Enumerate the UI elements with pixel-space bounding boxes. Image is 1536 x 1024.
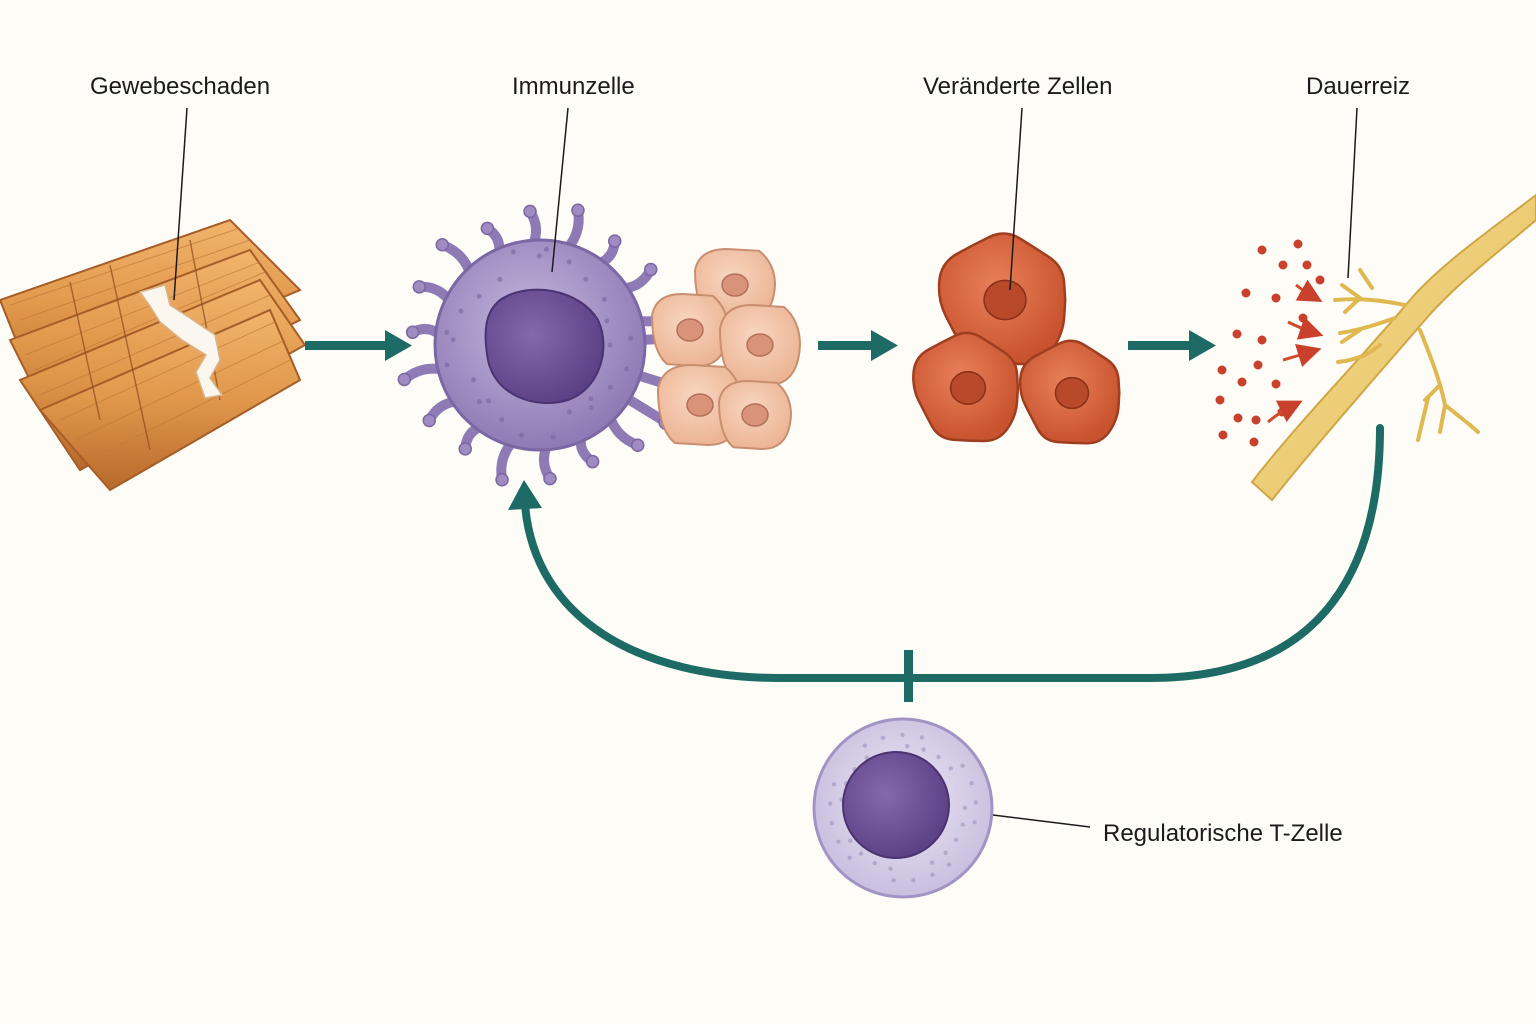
right-arrow-icon bbox=[1128, 330, 1216, 361]
label-immune-cell: Immunzelle bbox=[512, 73, 635, 100]
flow-arrows bbox=[305, 330, 1216, 361]
label-regulatory-t-cell: Regulatorische T-Zelle bbox=[1103, 820, 1343, 847]
immune-cell bbox=[397, 203, 698, 487]
regulatory-t-cell bbox=[812, 717, 994, 899]
nerve-fiber bbox=[1215, 193, 1536, 502]
label-persistent-stimulus: Dauerreiz bbox=[1306, 73, 1411, 100]
label-tissue-damage: Gewebeschaden bbox=[90, 73, 271, 100]
right-arrow-icon bbox=[305, 330, 412, 361]
immune-nucleus bbox=[484, 288, 605, 405]
tissue-tear bbox=[138, 284, 224, 399]
leader-lines bbox=[173, 107, 1358, 828]
feedback-arrow-head bbox=[508, 480, 542, 510]
inhibition-bar-icon bbox=[904, 650, 913, 702]
right-arrow-icon bbox=[818, 330, 898, 361]
stimulus-arrows bbox=[1267, 279, 1324, 424]
epithelial-cell-cluster bbox=[650, 247, 802, 451]
muscle-fiber-bundle bbox=[0, 218, 307, 492]
label-altered-cells: Veränderte Zellen bbox=[923, 73, 1113, 100]
feedback-loop bbox=[508, 424, 1384, 702]
altered-cells bbox=[912, 232, 1121, 445]
